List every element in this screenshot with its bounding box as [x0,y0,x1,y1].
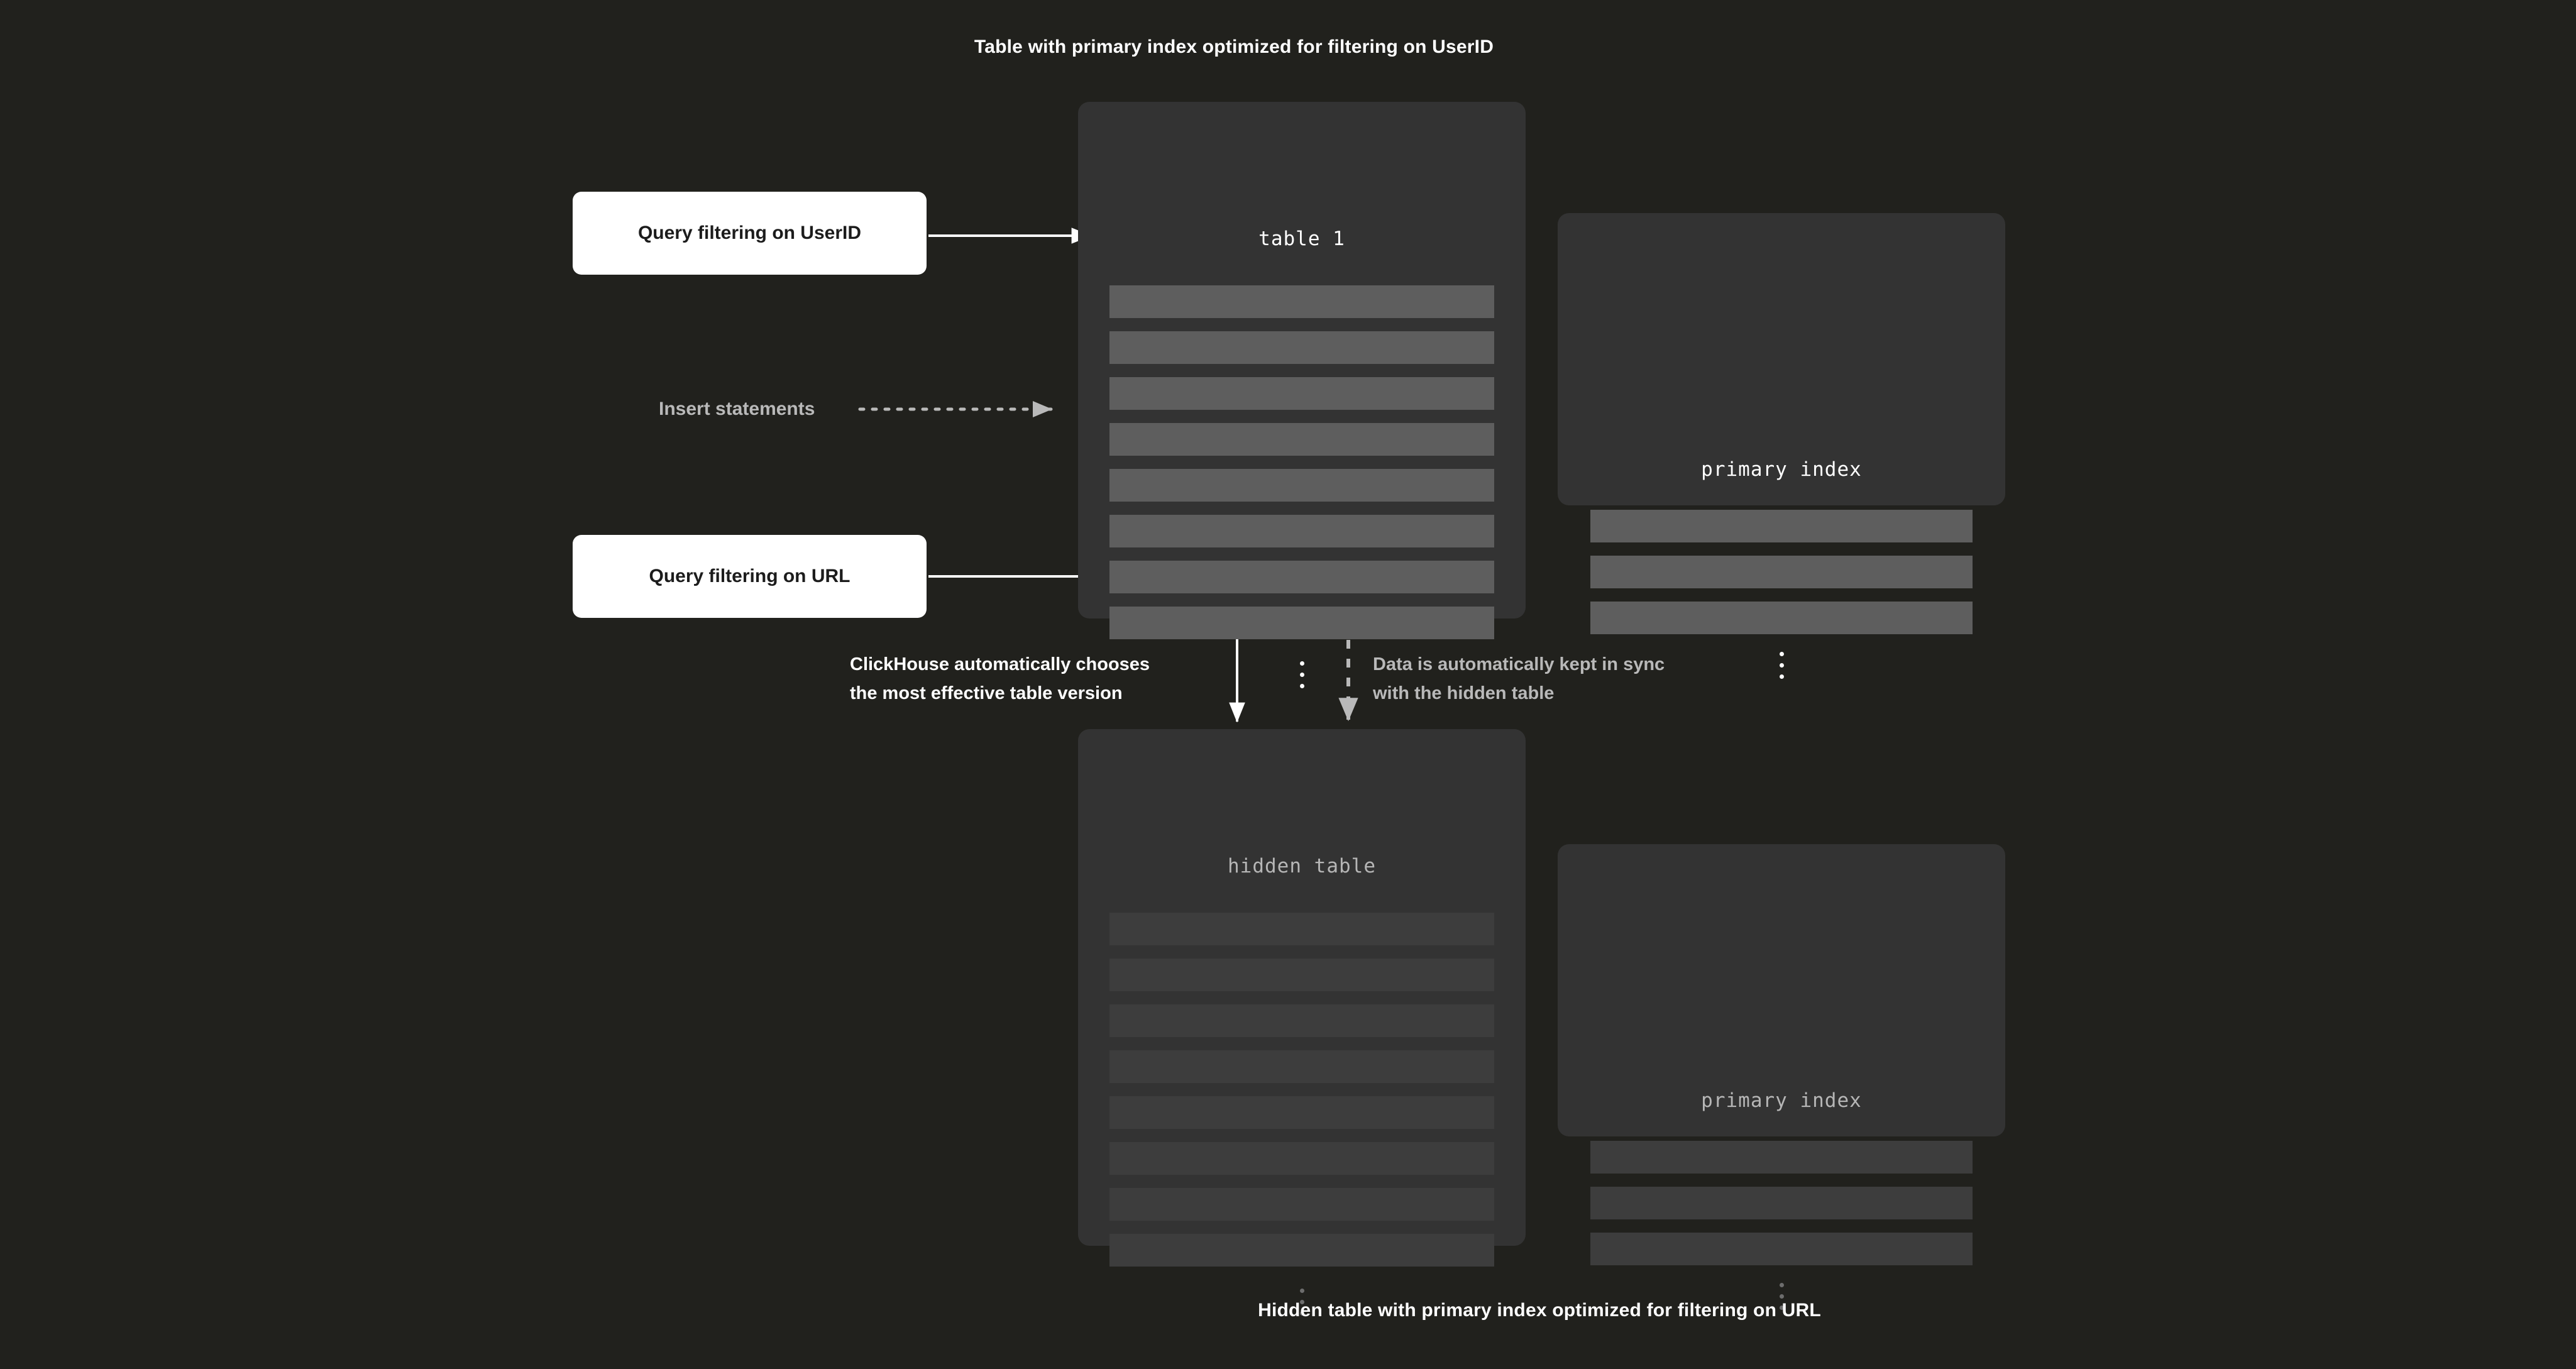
panel-table-1[interactable]: table 1 [1078,102,1526,688]
table-row [1109,285,1494,318]
vertical-ellipsis-icon [1078,661,1526,688]
vertical-ellipsis-icon [1078,1289,1526,1316]
table-row [1109,1050,1494,1083]
vertical-ellipsis-icon [1558,1283,2005,1310]
index-row [1590,510,1973,542]
table-row [1109,1188,1494,1221]
panel-primary-index-2-title: primary index [1701,1089,1862,1112]
panel-hidden-table-rows [1078,913,1526,1280]
panel-hidden-table-title: hidden table [1228,855,1376,877]
index-row [1590,1233,1973,1265]
table-row [1109,1234,1494,1267]
table-row [1109,423,1494,456]
table-row [1109,1096,1494,1129]
table-row [1109,331,1494,364]
panel-primary-index-1[interactable]: primary index [1558,213,2005,679]
query-box-filtering-on-url[interactable]: Query filtering on URL [573,535,927,618]
panel-primary-index-2[interactable]: primary index [1558,844,2005,1310]
bottom-caption: Hidden table with primary index optimize… [1258,1300,1821,1321]
panel-table-1-rows [1078,285,1526,652]
table-row [1109,469,1494,502]
table-row [1109,607,1494,639]
label-data-kept-in-sync: Data is automatically kept in sync with … [1373,654,1665,703]
index-row [1590,1187,1973,1219]
panel-hidden-table[interactable]: hidden table [1078,729,1526,1316]
panel-primary-index-2-rows [1558,1141,2005,1278]
table-row [1109,1142,1494,1175]
label-insert-statements: Insert statements [659,399,815,419]
table-row [1109,515,1494,547]
top-caption: Table with primary index optimized for f… [974,36,1494,57]
table-row [1109,959,1494,991]
index-row [1590,556,1973,588]
label-clickhouse-chooses-table-version: ClickHouse automatically chooses the mos… [850,654,1150,703]
query-box-filtering-on-userid[interactable]: Query filtering on UserID [573,192,927,275]
table-row [1109,561,1494,593]
vertical-ellipsis-icon [1558,652,2005,679]
panel-table-1-title: table 1 [1258,228,1345,250]
table-row [1109,913,1494,945]
index-row [1590,1141,1973,1174]
index-row [1590,602,1973,634]
panel-primary-index-1-title: primary index [1701,458,1862,481]
table-row [1109,1004,1494,1037]
panel-primary-index-1-rows [1558,510,2005,647]
table-row [1109,377,1494,410]
